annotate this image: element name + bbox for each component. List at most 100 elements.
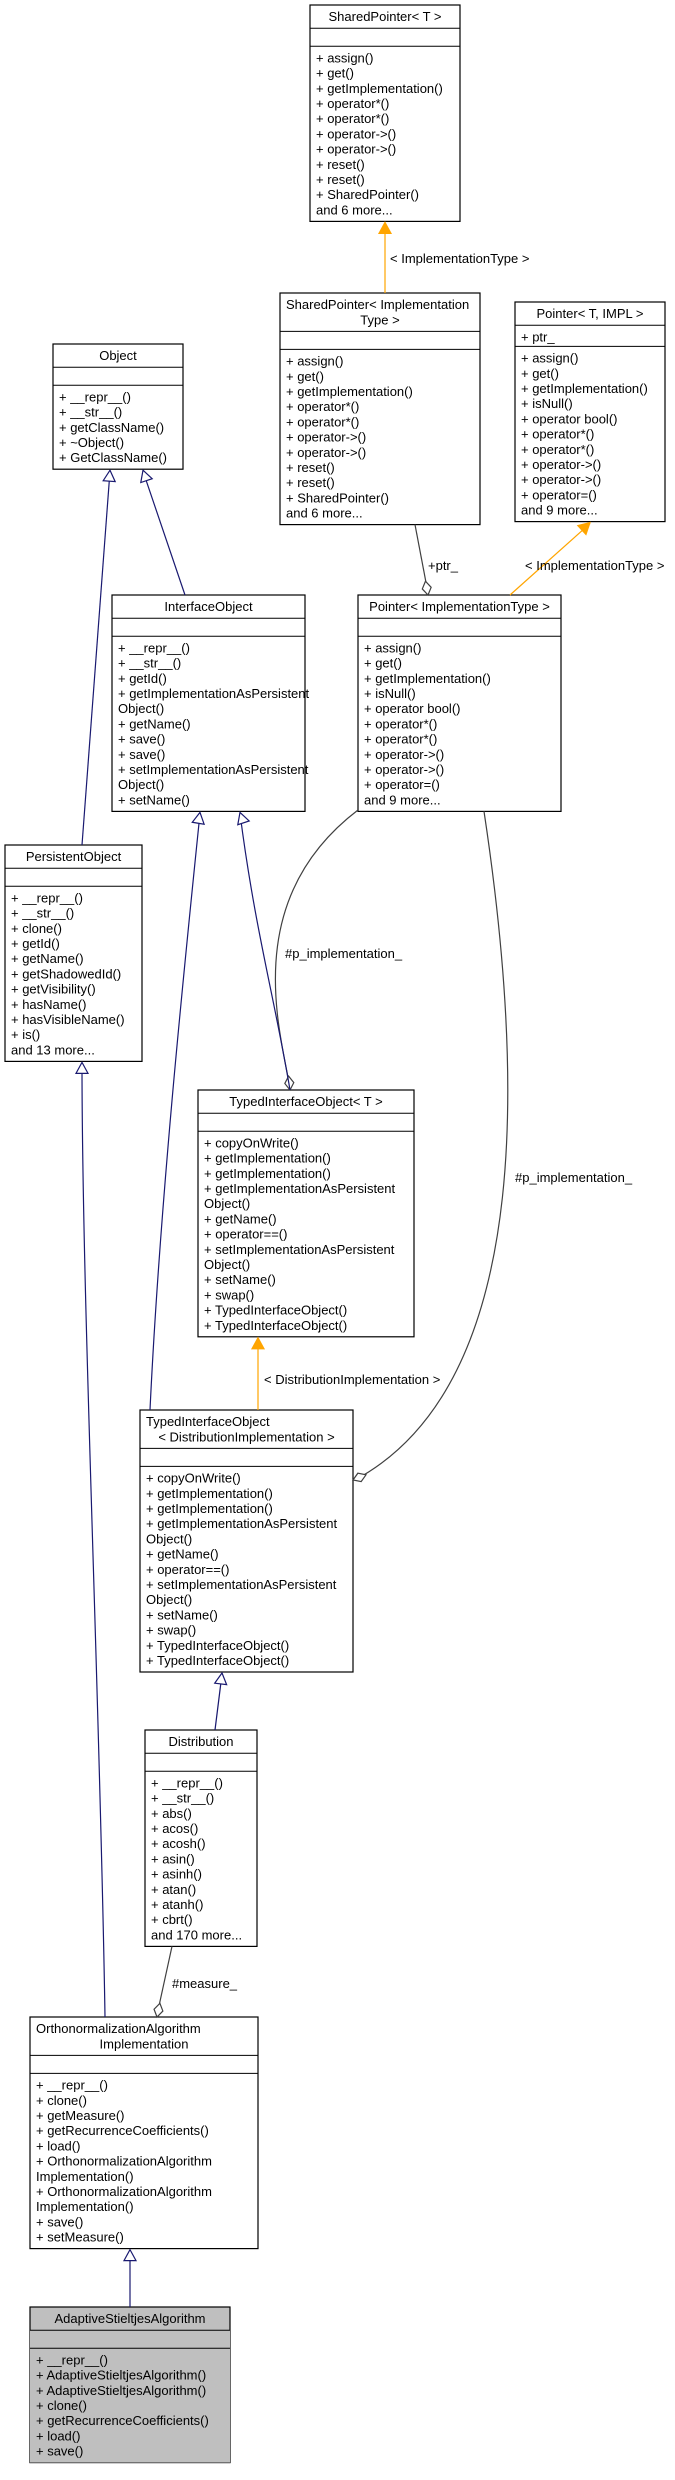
class-method: + getVisibility() <box>11 982 96 997</box>
class-method: + get() <box>364 656 402 671</box>
class-method: + operator->() <box>286 445 366 460</box>
class-method: + assign() <box>521 351 578 366</box>
class-method: + operator*() <box>521 442 594 457</box>
class-attribute: + ptr_ <box>521 329 555 344</box>
class-method: + assign() <box>286 354 343 369</box>
class-method: + atan() <box>151 1882 196 1897</box>
class-method: + operator->() <box>286 430 366 445</box>
class-method: + __str__() <box>59 405 122 420</box>
class-ortho-impl[interactable]: OrthonormalizationAlgorithmImplementatio… <box>29 2016 259 2250</box>
class-method: + getId() <box>11 936 60 951</box>
class-method: and 9 more... <box>364 792 441 807</box>
class-method: + getName() <box>146 1547 219 1562</box>
class-pointer-t-impl[interactable]: Pointer< T, IMPL >+ ptr_+ assign()+ get(… <box>514 301 666 523</box>
class-method: + setImplementationAsPersistent <box>146 1577 337 1592</box>
edge-label: < DistributionImplementation > <box>264 1372 440 1387</box>
class-method: and 13 more... <box>11 1042 95 1057</box>
class-title: TypedInterfaceObject< T > <box>229 1094 382 1109</box>
class-method: + setMeasure() <box>36 2230 124 2245</box>
class-method: + operator->() <box>316 126 396 141</box>
class-method: + is() <box>11 1027 40 1042</box>
class-method: + setName() <box>118 792 190 807</box>
class-method: + reset() <box>286 475 335 490</box>
arrowhead <box>191 811 206 825</box>
class-box <box>309 4 461 222</box>
class-method: + __repr__() <box>59 389 131 404</box>
class-shared-ptr-t[interactable]: SharedPointer< T >+ assign()+ get()+ get… <box>309 4 461 222</box>
class-shared-ptr-impl[interactable]: SharedPointer< ImplementationType > + ass… <box>279 292 481 526</box>
class-typed-interface-t[interactable]: TypedInterfaceObject< T > + copyOnWrite()… <box>197 1089 415 1338</box>
class-method: + operator*() <box>316 96 389 111</box>
class-method: + clone() <box>36 2398 87 2413</box>
edge-label: #p_implementation_ <box>285 946 403 961</box>
class-title: < DistributionImplementation > <box>158 1429 334 1444</box>
class-method: + __str__() <box>11 906 74 921</box>
class-method: + asin() <box>151 1851 195 1866</box>
class-method: + operator*() <box>364 716 437 731</box>
class-method: + getRecurrenceCoefficients() <box>36 2413 209 2428</box>
class-method: + copyOnWrite() <box>204 1135 299 1150</box>
class-typed-interface-dist[interactable]: TypedInterfaceObject< DistributionImplem… <box>139 1409 354 1673</box>
class-object[interactable]: Object+ __repr__()+ __str__()+ getClassN… <box>52 343 184 470</box>
class-method: + reset() <box>316 172 365 187</box>
class-box <box>139 1409 354 1673</box>
class-method: Object() <box>204 1257 250 1272</box>
class-pointer-impl[interactable]: Pointer< ImplementationType >+ assign()+… <box>357 594 562 812</box>
class-box <box>514 301 666 523</box>
class-method: and 9 more... <box>521 503 598 518</box>
class-method: + operator*() <box>286 399 359 414</box>
class-method: + SharedPointer() <box>286 490 389 505</box>
class-method: Object() <box>146 1592 192 1607</box>
class-method: + save() <box>36 2214 83 2229</box>
class-method: + __str__() <box>151 1791 214 1806</box>
class-method: + SharedPointer() <box>316 187 419 202</box>
class-method: + asinh() <box>151 1867 202 1882</box>
class-method: + operator bool() <box>364 701 460 716</box>
class-method: + clone() <box>11 921 62 936</box>
class-method: + abs() <box>151 1806 192 1821</box>
class-method: + isNull() <box>521 396 573 411</box>
class-title: Type > <box>360 312 399 327</box>
class-title: Implementation <box>100 2036 189 2051</box>
class-method: + getImplementation() <box>521 381 648 396</box>
class-method: + save() <box>118 747 165 762</box>
class-method: + getMeasure() <box>36 2108 125 2123</box>
class-method: + __str__() <box>118 656 181 671</box>
class-method: + clone() <box>36 2093 87 2108</box>
class-adaptive[interactable]: AdaptiveStieltjesAlgorithm+ __repr__()+ … <box>29 2306 231 2464</box>
class-title: PersistentObject <box>26 849 122 864</box>
class-method: + TypedInterfaceObject() <box>146 1638 289 1653</box>
class-method: + getImplementationAsPersistent <box>204 1181 396 1196</box>
edge-label: #measure_ <box>172 1976 238 1991</box>
class-method: Implementation() <box>36 2169 134 2184</box>
class-method: and 170 more... <box>151 1927 242 1942</box>
class-box <box>52 343 184 470</box>
class-method: + getImplementationAsPersistent <box>146 1516 338 1531</box>
class-interface-object[interactable]: InterfaceObject+ __repr__()+ __str__()+ … <box>111 594 310 812</box>
class-method: + cbrt() <box>151 1912 193 1927</box>
class-persistent-object[interactable]: PersistentObject+ __repr__()+ __str__()+… <box>4 844 143 1062</box>
class-method: + operator=() <box>521 487 597 502</box>
class-method: + getName() <box>118 716 191 731</box>
class-method: + get() <box>286 369 324 384</box>
class-method: + __repr__() <box>11 890 83 905</box>
edge-e4 <box>81 471 111 846</box>
edge-e10 <box>149 813 201 1411</box>
arrowhead <box>102 468 117 483</box>
arrowhead <box>576 521 591 536</box>
class-method: + save() <box>36 2444 83 2459</box>
class-method: Object() <box>204 1196 250 1211</box>
edge-e7 <box>239 813 291 1091</box>
class-title: Object <box>99 348 137 363</box>
class-box <box>111 594 306 812</box>
class-method: + operator->() <box>364 747 444 762</box>
class-method: + reset() <box>286 460 335 475</box>
class-method: + assign() <box>364 640 421 655</box>
class-method: + getRecurrenceCoefficients() <box>36 2123 209 2138</box>
edge-label: #p_implementation_ <box>515 1170 633 1185</box>
class-method: + getImplementation() <box>316 81 443 96</box>
class-distribution[interactable]: Distribution+ __repr__()+ __str__()+ abs… <box>144 1729 258 1947</box>
class-title: SharedPointer< Implementation <box>286 297 469 312</box>
class-method: + operator->() <box>521 457 601 472</box>
edge-e9 <box>354 811 509 1481</box>
